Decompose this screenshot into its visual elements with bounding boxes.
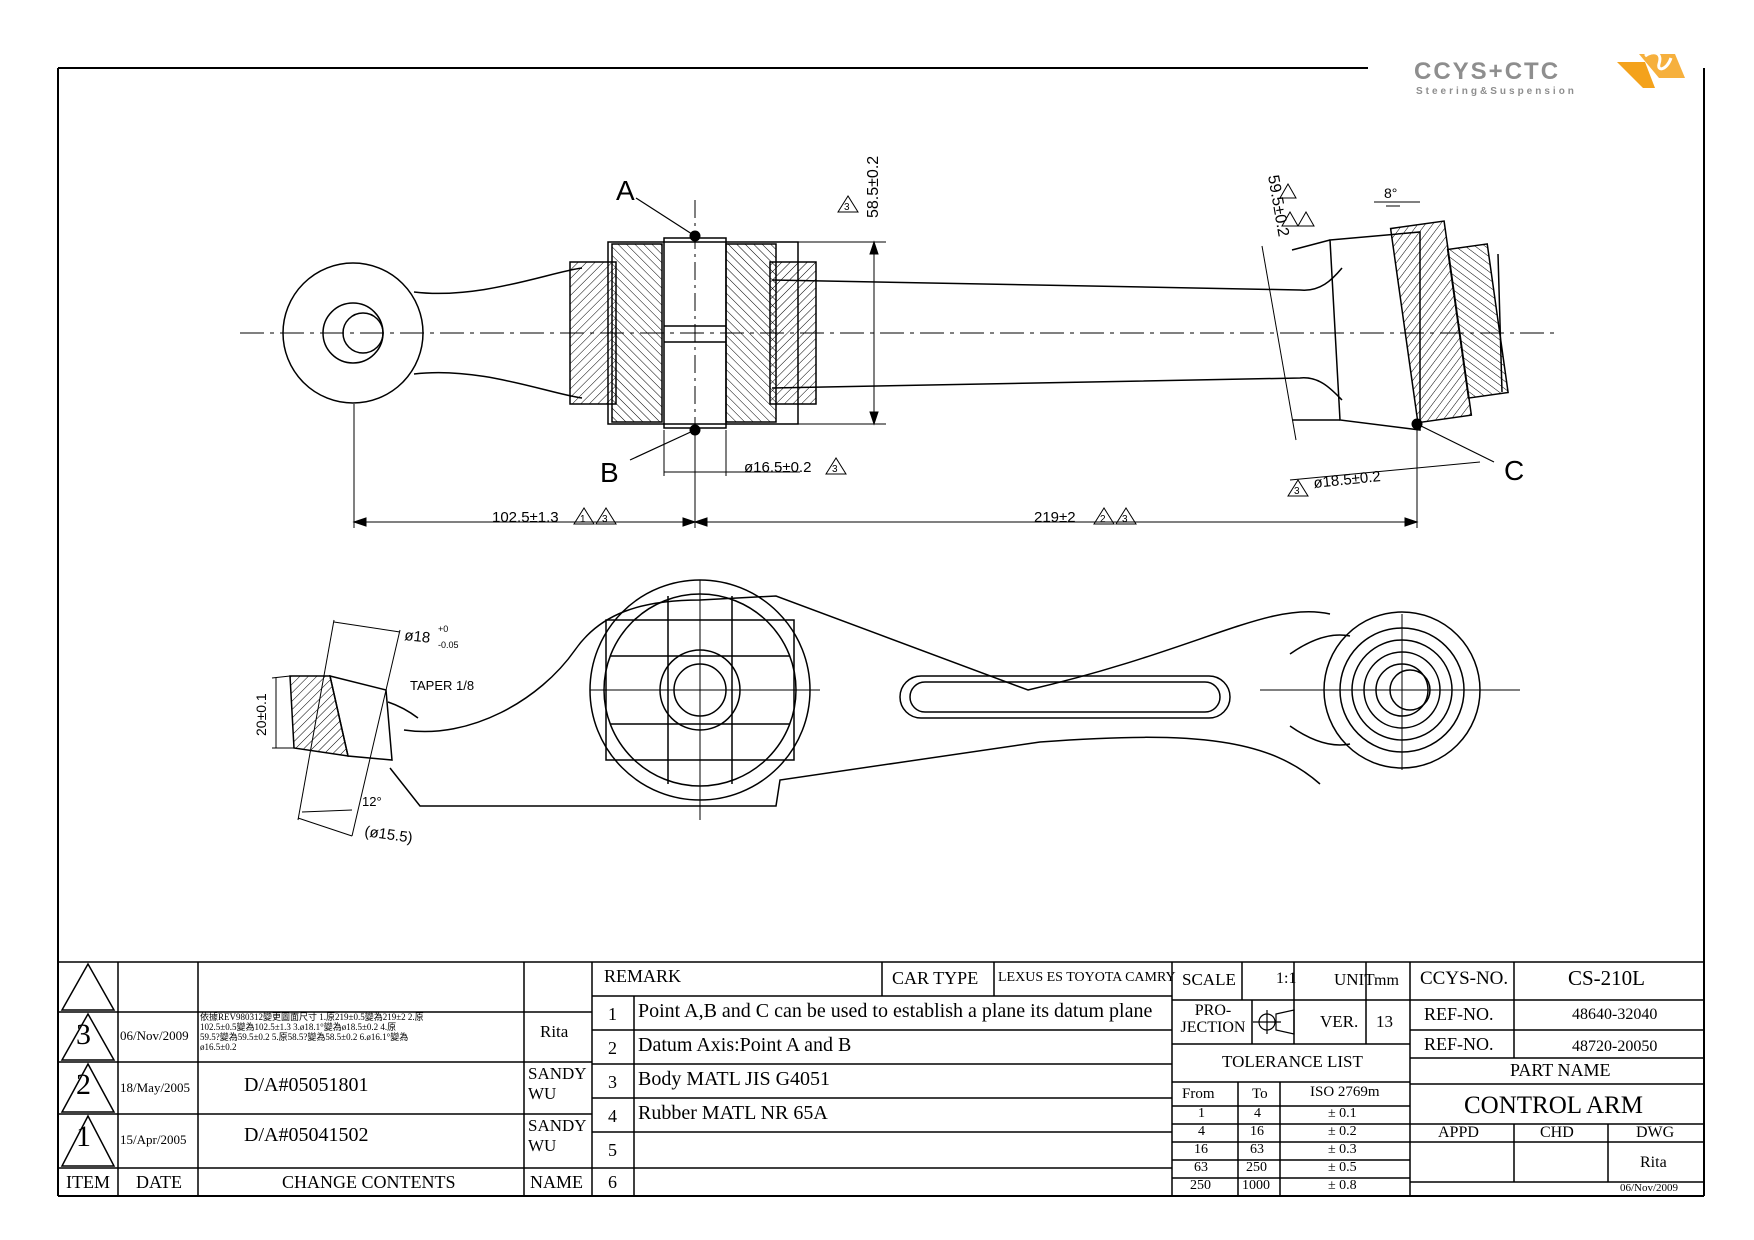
revision-date: 15/Apr/2005 bbox=[120, 1132, 187, 1147]
rev-mark-2-a: 2 bbox=[1100, 514, 1106, 525]
dim-angle-12: 12° bbox=[362, 794, 382, 809]
remark-title: REMARK bbox=[604, 966, 682, 986]
dwg-by: Rita bbox=[1640, 1154, 1667, 1171]
revision-name: SANDY WU bbox=[528, 1064, 587, 1103]
revision-name: SANDY WU bbox=[528, 1116, 587, 1155]
ref-label-1: REF-NO. bbox=[1424, 1004, 1494, 1024]
ver-value: 13 bbox=[1376, 1012, 1393, 1031]
ref-no-1: 48640-32040 bbox=[1572, 1006, 1658, 1023]
projection-symbol-icon bbox=[1253, 1009, 1295, 1035]
ccys-no: CS-210L bbox=[1568, 966, 1646, 990]
dim-dia-15-5: (ø15.5) bbox=[363, 823, 413, 847]
revision-item: 1 bbox=[76, 1120, 91, 1153]
revision-content: 依據REV980312變更圖面尺寸 1.原219±0.5變為219±2 2.原 … bbox=[200, 1012, 424, 1052]
bottom-view-dimensions bbox=[271, 619, 401, 837]
company-logo: CCYS+CTC Steering&Suspension bbox=[1410, 48, 1710, 108]
rev-mark-3-d: 3 bbox=[832, 464, 838, 475]
point-a-label: A bbox=[616, 175, 635, 206]
logo-tagline: Steering&Suspension bbox=[1416, 86, 1577, 97]
dim-dia-18-tol-upper: +0 bbox=[438, 624, 448, 634]
tolerance-title: TOLERANCE LIST bbox=[1222, 1052, 1363, 1071]
scale-value: 1:1 bbox=[1276, 970, 1297, 987]
dim-dia-16-5: ø16.5±0.2 bbox=[744, 459, 811, 476]
ccys-label: CCYS-NO. bbox=[1420, 968, 1509, 989]
tolerance-header-to: To bbox=[1252, 1086, 1268, 1102]
unit-label: UNIT bbox=[1334, 970, 1375, 989]
rev-mark-1-a: 1 bbox=[580, 514, 586, 525]
rev-mark-3-a: 3 bbox=[844, 202, 850, 213]
ver-label: VER. bbox=[1320, 1012, 1359, 1031]
top-view bbox=[240, 200, 1560, 470]
dim-58-5: 58.5±0.2 bbox=[865, 156, 882, 218]
ref-no-2: 48720-20050 bbox=[1572, 1038, 1658, 1055]
tolerance-header-from: From bbox=[1182, 1086, 1215, 1102]
logo-mark-icon bbox=[1617, 51, 1685, 88]
dim-dia-18-5: ø18.5±0.2 bbox=[1313, 468, 1382, 492]
revision-content: D/A#05051801 bbox=[244, 1074, 369, 1096]
scale-label: SCALE bbox=[1182, 970, 1236, 989]
chd-label: CHD bbox=[1540, 1124, 1574, 1141]
projection-label: PRO- JECTION bbox=[1180, 1002, 1246, 1036]
revision-content: D/A#05041502 bbox=[244, 1124, 369, 1146]
ref-label-2: REF-NO. bbox=[1424, 1034, 1494, 1054]
revision-item: 2 bbox=[76, 1068, 91, 1101]
revision-date: 18/May/2005 bbox=[120, 1080, 191, 1095]
dim-dia-18: ø18 bbox=[404, 627, 431, 647]
revision-header-name: NAME bbox=[530, 1172, 583, 1192]
point-b-label: B bbox=[600, 457, 619, 488]
part-name-label: PART NAME bbox=[1510, 1060, 1611, 1080]
dwg-date: 06/Nov/2009 bbox=[1620, 1182, 1679, 1194]
rev-mark-3-c: 3 bbox=[1122, 514, 1128, 525]
revision-date: 06/Nov/2009 bbox=[120, 1028, 189, 1043]
unit-value: mm bbox=[1374, 972, 1399, 989]
rev-mark-3-e: 3 bbox=[1294, 486, 1300, 497]
car-type-label: CAR TYPE bbox=[892, 968, 979, 988]
point-c-label: C bbox=[1504, 455, 1524, 486]
part-name: CONTROL ARM bbox=[1464, 1092, 1643, 1119]
sheet-border bbox=[57, 67, 1705, 1197]
revision-header-date: DATE bbox=[136, 1172, 182, 1192]
rev-mark-3-b: 3 bbox=[602, 514, 608, 525]
revision-markers bbox=[573, 182, 1315, 525]
dim-h-20: 20±0.1 bbox=[253, 693, 269, 736]
tolerance-header-iso: ISO 2769m bbox=[1310, 1084, 1380, 1100]
revision-header-contents: CHANGE CONTENTS bbox=[282, 1172, 456, 1192]
dim-dia-18-tol-lower: -0.05 bbox=[438, 640, 459, 650]
logo-brand: CCYS+CTC bbox=[1414, 58, 1561, 85]
bottom-view bbox=[289, 579, 1520, 820]
datum-points bbox=[629, 197, 1495, 463]
dimension-lines bbox=[352, 201, 1481, 528]
dim-len-219: 219±2 bbox=[1034, 509, 1076, 526]
title-block-grid bbox=[58, 961, 1704, 1196]
dim-len-102-5: 102.5±1.3 bbox=[492, 509, 559, 526]
revision-item-triangles bbox=[60, 962, 116, 1167]
revision-name: Rita bbox=[540, 1022, 569, 1041]
dim-angle-8: 8° bbox=[1384, 185, 1397, 201]
revision-header-item: ITEM bbox=[66, 1172, 110, 1192]
dim-taper: TAPER 1/8 bbox=[410, 678, 474, 693]
revision-item: 3 bbox=[76, 1018, 91, 1051]
car-type-value: LEXUS ES TOYOTA CAMRY bbox=[998, 970, 1176, 985]
appd-label: APPD bbox=[1438, 1124, 1479, 1141]
dwg-label: DWG bbox=[1636, 1124, 1675, 1141]
